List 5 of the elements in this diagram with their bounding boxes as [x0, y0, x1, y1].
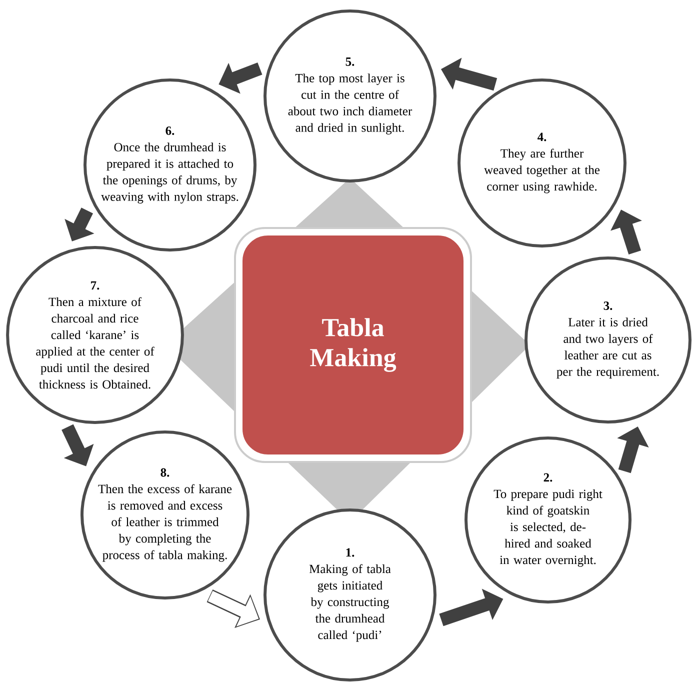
node-label: 1.: [346, 548, 354, 557]
node-label: 3.: [604, 302, 612, 310]
node-label: Making of tabla gets initiated by constructing the drumhead called ‘pudi’: [309, 564, 391, 642]
center-box: Tabla Making: [234, 227, 472, 463]
node-label: Later it is dried and two layers of leather are cut as per the requirement.: [556, 318, 659, 378]
